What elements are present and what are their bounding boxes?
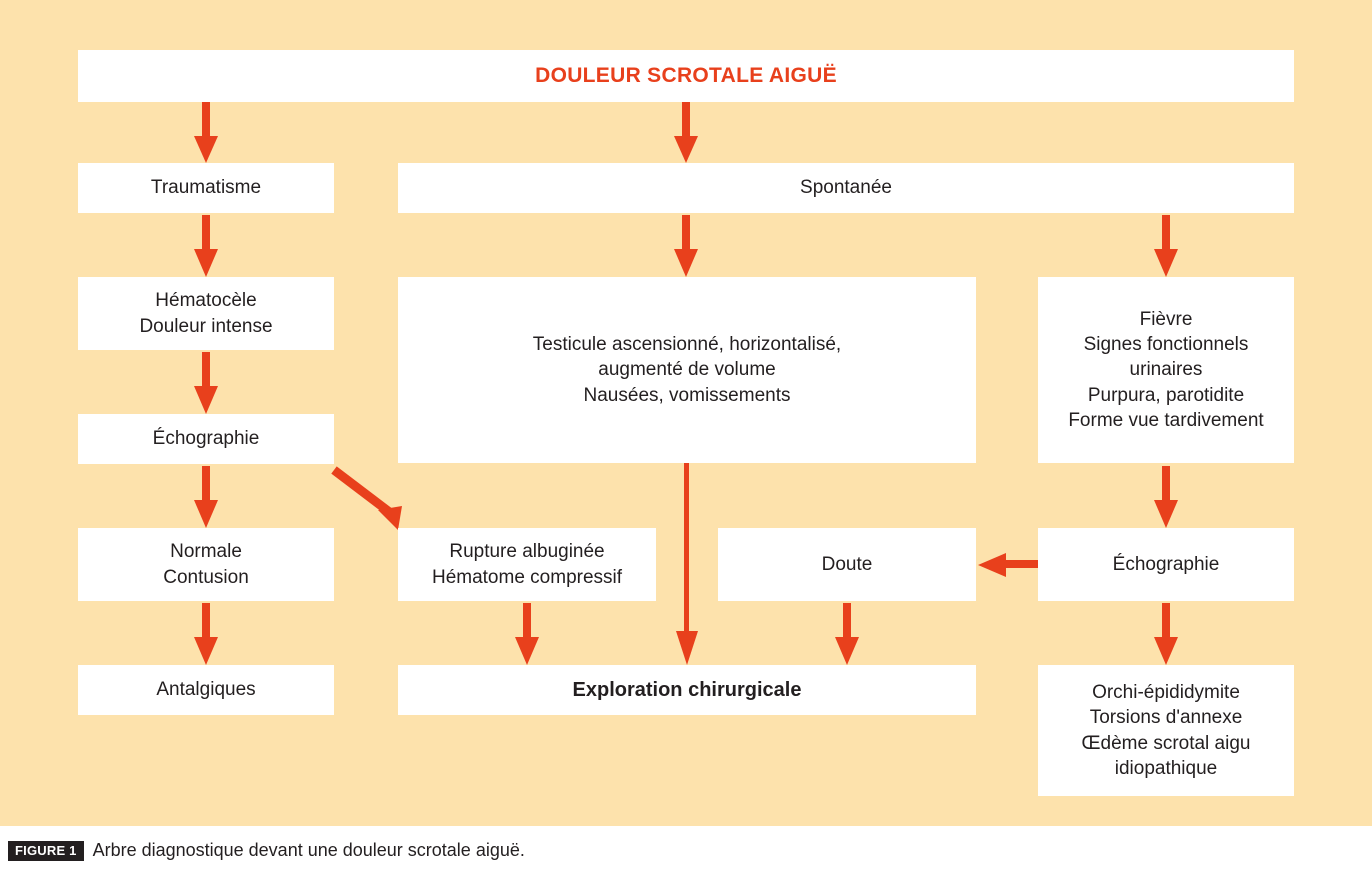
arrow-title-to-spontanee [672, 102, 700, 163]
node-rupture-label: Rupture albuginée Hématome compressif [431, 541, 623, 588]
node-normale-contusion-label: Normale Contusion [163, 541, 249, 588]
arrow-echographie-droite-to-doute [978, 552, 1038, 578]
node-rupture: Rupture albuginée Hématome compressif [398, 528, 656, 601]
arrow-traumatisme-to-hematocele [192, 215, 220, 277]
node-hematocele-label: Hématocèle Douleur intense [139, 290, 273, 337]
node-exploration: Exploration chirurgicale [398, 665, 976, 715]
node-diagnostics-droite-label: Orchi-épididymite Torsions d'annexe Œdèm… [1081, 682, 1251, 779]
node-infection-signs: Fièvre Signes fonctionnels urinaires Pur… [1038, 277, 1294, 463]
arrow-infection-signs-to-echographie-droite [1152, 466, 1180, 528]
node-hematocele: Hématocèle Douleur intense [78, 277, 334, 350]
arrow-torsion-signs-to-exploration [673, 463, 701, 665]
figure-caption-badge: FIGURE 1 [8, 841, 84, 861]
node-torsion-signs-label: Testicule ascensionné, horizontalisé, au… [532, 334, 842, 406]
node-echographie-gauche-label: Échographie [152, 428, 260, 450]
arrow-echographie-to-normale [192, 466, 220, 528]
node-title-label: DOULEUR SCROTALE AIGUË [535, 64, 837, 88]
arrow-echographie-to-rupture [330, 466, 414, 534]
node-exploration-label: Exploration chirurgicale [572, 678, 802, 701]
figure-caption: FIGURE 1 Arbre diagnostique devant une d… [8, 840, 525, 861]
node-antalgiques-label: Antalgiques [156, 679, 256, 701]
arrow-rupture-to-exploration [513, 603, 541, 665]
arrow-echographie-droite-to-diagnostics [1152, 603, 1180, 665]
node-diagnostics-droite: Orchi-épididymite Torsions d'annexe Œdèm… [1038, 665, 1294, 796]
arrow-normale-to-antalgiques [192, 603, 220, 665]
node-infection-signs-label: Fièvre Signes fonctionnels urinaires Pur… [1068, 309, 1264, 431]
figure-caption-text: Arbre diagnostique devant une douleur sc… [92, 840, 525, 861]
node-title: DOULEUR SCROTALE AIGUË [78, 50, 1294, 102]
arrow-doute-to-exploration [833, 603, 861, 665]
arrow-spontanee-to-torsion-signs [672, 215, 700, 277]
node-traumatisme-label: Traumatisme [150, 177, 262, 199]
node-torsion-signs: Testicule ascensionné, horizontalisé, au… [398, 277, 976, 463]
node-doute: Doute [718, 528, 976, 601]
node-spontanee: Spontanée [398, 163, 1294, 213]
node-echographie-droite: Échographie [1038, 528, 1294, 601]
arrow-hematocele-to-echographie [192, 352, 220, 414]
node-echographie-gauche: Échographie [78, 414, 334, 464]
arrow-spontanee-to-infection-signs [1152, 215, 1180, 277]
node-traumatisme: Traumatisme [78, 163, 334, 213]
node-normale-contusion: Normale Contusion [78, 528, 334, 601]
arrow-title-to-traumatisme [192, 102, 220, 163]
node-doute-label: Doute [821, 553, 873, 575]
node-spontanee-label: Spontanée [800, 177, 892, 199]
node-echographie-droite-label: Échographie [1112, 553, 1220, 575]
node-antalgiques: Antalgiques [78, 665, 334, 715]
